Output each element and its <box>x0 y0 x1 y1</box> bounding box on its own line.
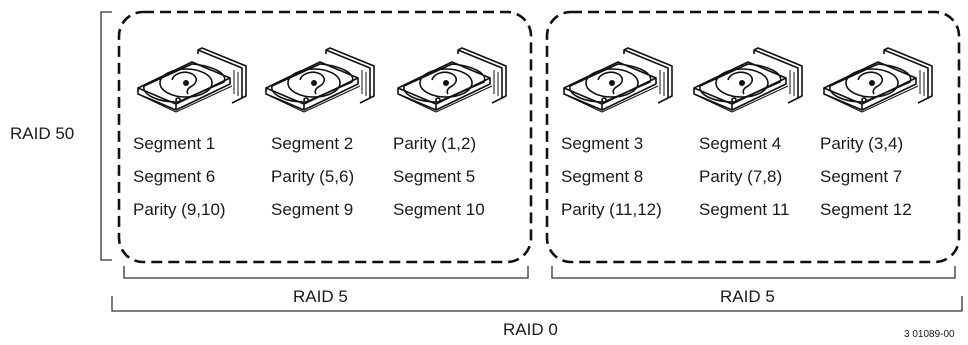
parity-cell: Parity (7,8) <box>699 167 783 186</box>
raid50-bracket <box>100 11 112 261</box>
hard-drive-icon <box>137 47 247 113</box>
stripe-cell: Segment 6 <box>133 167 216 186</box>
stripe-cell: Segment 3 <box>561 134 644 153</box>
hard-drive-icon <box>265 47 375 113</box>
stripe-cell: Segment 7 <box>820 167 903 186</box>
stripe-cell: Segment 12 <box>820 200 912 219</box>
parity-cell: Parity (9,10) <box>133 200 226 219</box>
stripe-cell: Segment 2 <box>271 134 354 153</box>
stripe-cell: Segment 8 <box>561 167 644 186</box>
stripe-cell: Segment 10 <box>393 200 485 219</box>
raid5-label-left: RAID 5 <box>293 287 348 306</box>
figure-code: 3 01089-00 <box>904 329 955 340</box>
parity-cell: Parity (3,4) <box>820 134 904 153</box>
stripe-cell: Segment 5 <box>393 167 476 186</box>
hard-drive-icon <box>397 47 507 113</box>
stripe-cell: Segment 9 <box>271 200 354 219</box>
raid50-label: RAID 50 <box>10 124 75 143</box>
stripe-cell: Segment 1 <box>133 134 216 153</box>
stripe-cell: Segment 4 <box>699 134 782 153</box>
raid5-label-right: RAID 5 <box>720 287 775 306</box>
parity-cell: Parity (11,12) <box>561 200 662 219</box>
parity-cell: Parity (1,2) <box>393 134 477 153</box>
group-box-left <box>117 10 533 264</box>
hard-drive-icon <box>563 47 673 113</box>
raid5-bracket-left <box>123 266 529 279</box>
group-box-right <box>545 10 961 264</box>
raid0-label: RAID 0 <box>503 320 558 339</box>
raid0-bracket <box>111 296 963 312</box>
stripe-cell: Segment 11 <box>699 200 790 219</box>
parity-cell: Parity (5,6) <box>271 167 355 186</box>
hard-drive-icon <box>823 47 933 113</box>
hard-drive-icon <box>693 47 803 113</box>
raid5-bracket-right <box>551 266 956 279</box>
